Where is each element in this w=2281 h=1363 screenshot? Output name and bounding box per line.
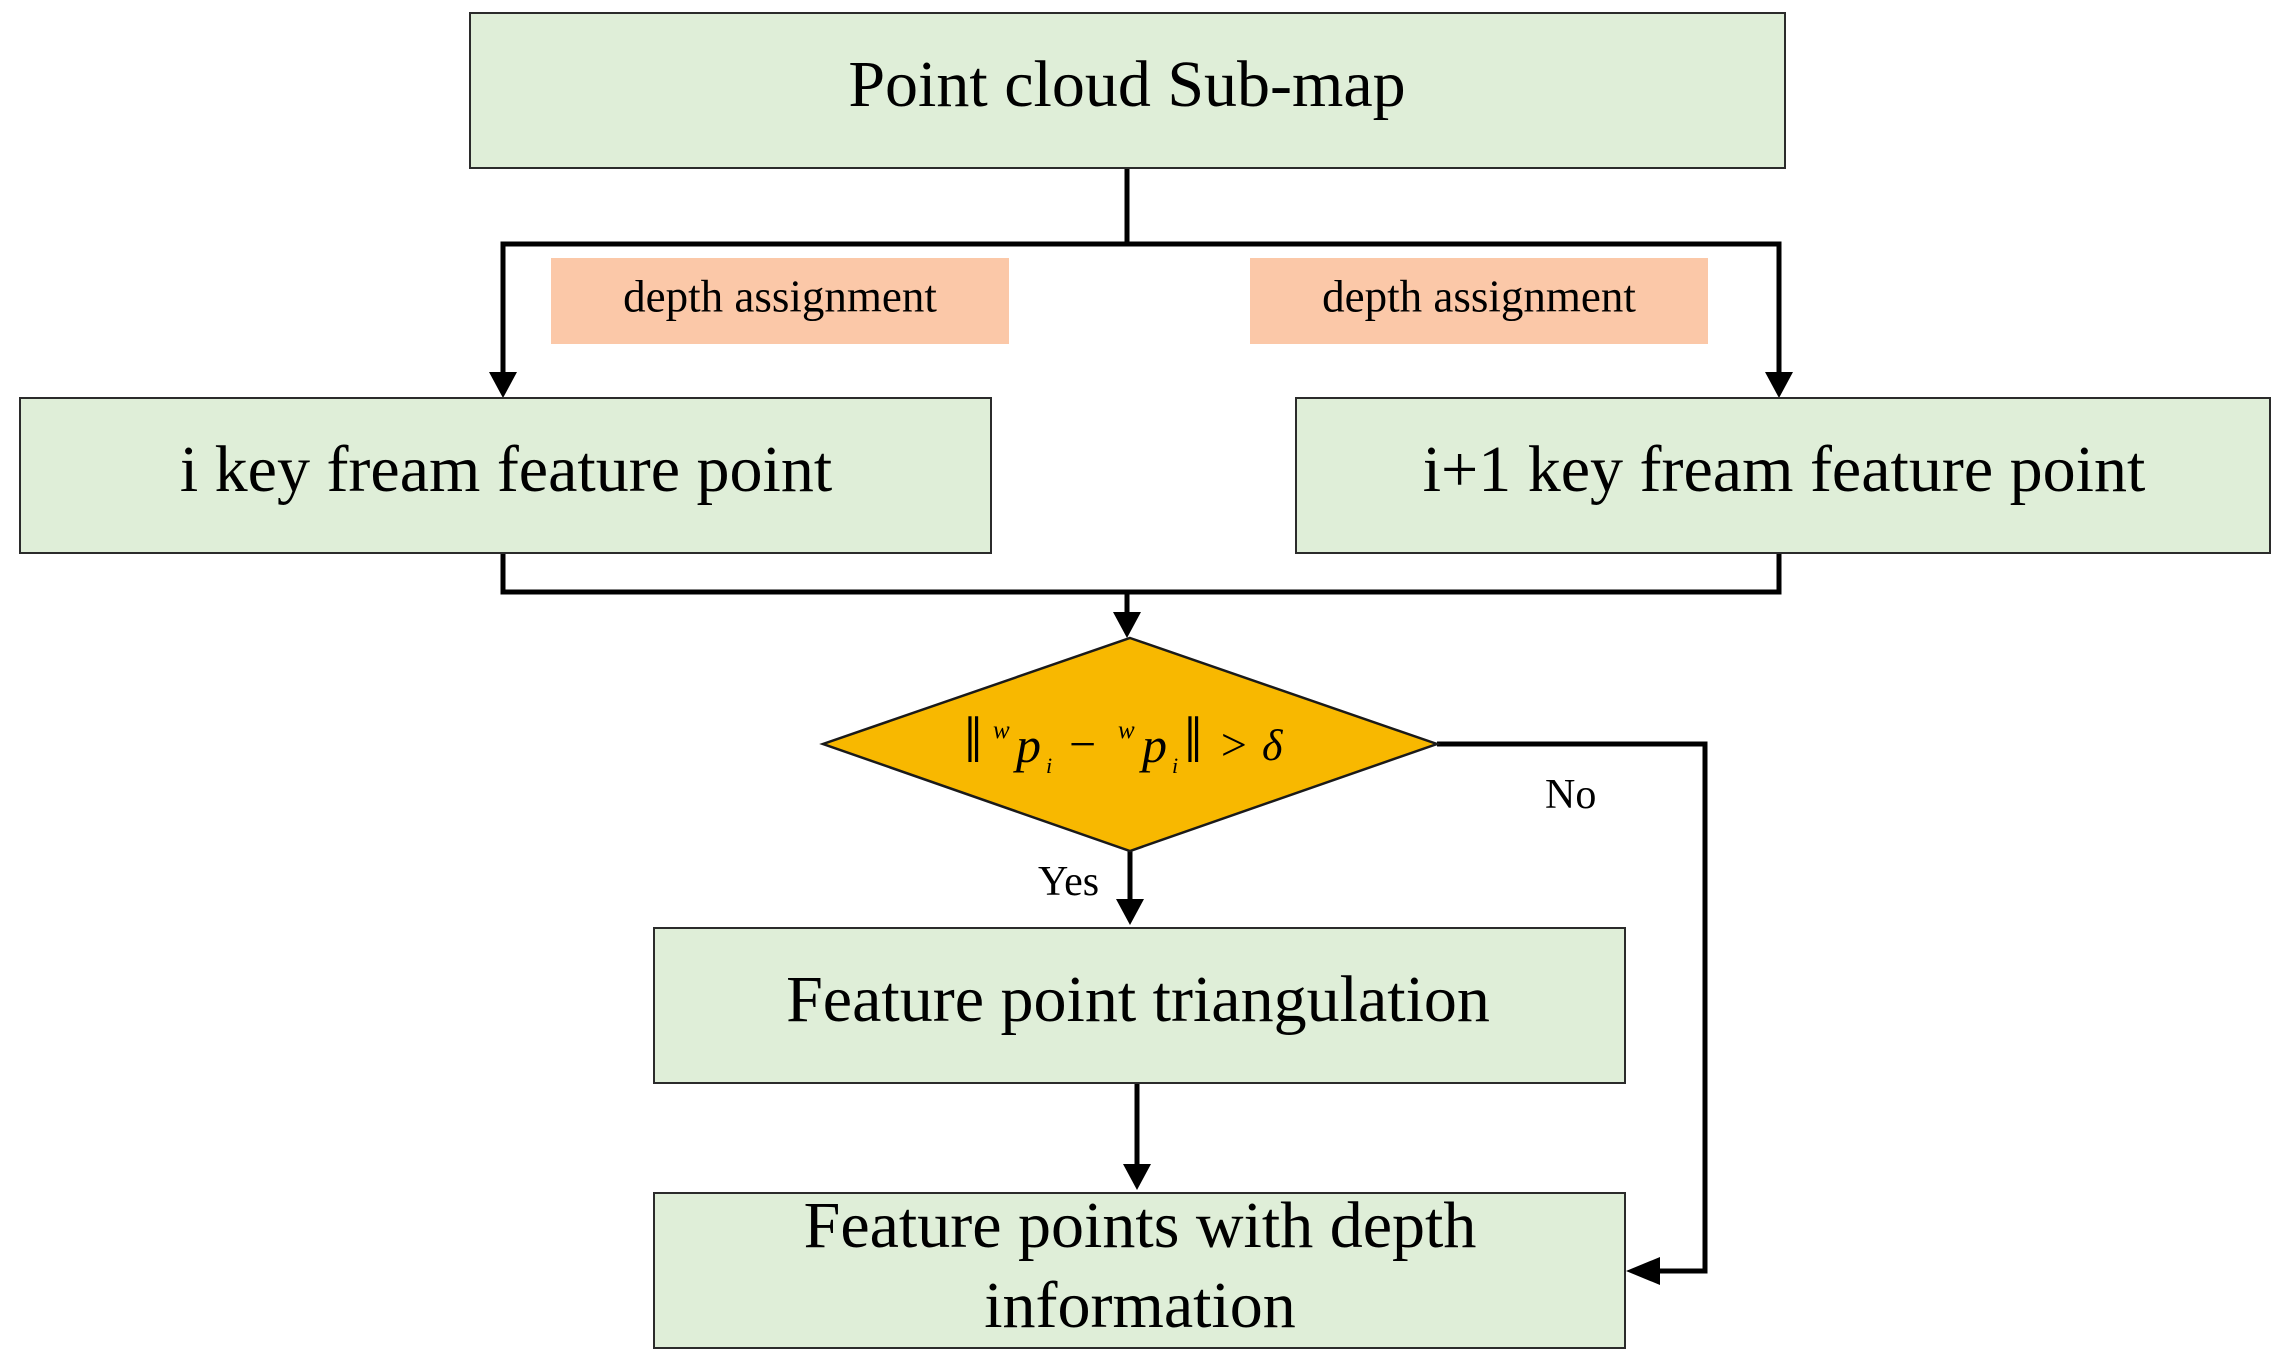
submap-box	[469, 12, 1786, 169]
triangulation-box	[653, 927, 1626, 1084]
arrowhead-triangulation	[1116, 899, 1144, 925]
decision-condition: ‖ w p i − w p i ‖ > δ	[964, 704, 1284, 778]
node-result: Feature points with depth information	[653, 1189, 1626, 1349]
submap-label: Point cloud Sub-map	[848, 48, 1405, 121]
condition-delta: δ	[1262, 721, 1284, 770]
arrowheads	[489, 372, 1793, 1285]
condition-p-1: p	[1013, 717, 1041, 773]
arrowhead-keyframe-i1	[1765, 372, 1793, 398]
condition-minus: −	[1066, 718, 1098, 771]
edge-tag-left: depth assignment	[551, 258, 1009, 344]
arrowhead-result	[1123, 1164, 1151, 1190]
edge-tag-left-box	[551, 258, 1009, 344]
condition-norm-bar-left: ‖	[964, 704, 983, 777]
result-box	[653, 1192, 1626, 1349]
condition-p-2: p	[1139, 717, 1167, 773]
node-submap: Point cloud Sub-map	[469, 12, 1786, 169]
arrowhead-decision	[1113, 612, 1141, 638]
arrowhead-no-result	[1626, 1257, 1660, 1285]
condition-sup-w-2: w	[1118, 717, 1135, 744]
result-label-line2: information	[984, 1269, 1296, 1342]
connector-to-keyframe-i	[500, 241, 1127, 376]
connector-to-keyframe-i1	[1127, 241, 1782, 376]
node-triangulation: Feature point triangulation	[653, 927, 1626, 1084]
edge-tag-right-box	[1250, 258, 1708, 344]
node-keyframe-i: i key fream feature point	[19, 397, 992, 554]
condition-sub-i-1: i	[1046, 753, 1052, 778]
condition-sup-w-1: w	[993, 717, 1010, 744]
connector-keyframes-merge	[500, 553, 1782, 595]
node-decision: ‖ w p i − w p i ‖ > δ	[819, 636, 1441, 853]
keyframe-i-label: i key fream feature point	[180, 433, 832, 506]
yes-label: Yes	[1038, 859, 1099, 905]
keyframe-i1-label: i+1 key fream feature point	[1423, 433, 2146, 506]
no-label: No	[1545, 772, 1596, 818]
edge-tag-right: depth assignment	[1250, 258, 1708, 344]
condition-op: >	[1218, 719, 1249, 770]
node-keyframe-i1: i+1 key fream feature point	[1295, 397, 2271, 554]
edge-tag-left-label: depth assignment	[623, 271, 937, 321]
triangulation-label: Feature point triangulation	[786, 963, 1490, 1036]
condition-norm-bar-right: ‖	[1184, 704, 1203, 777]
arrowhead-keyframe-i	[489, 372, 517, 398]
condition-sub-i-2: i	[1172, 753, 1178, 778]
connectors	[500, 168, 1782, 1274]
keyframe-i-box	[19, 397, 992, 554]
result-label-line1: Feature points with depth	[804, 1189, 1477, 1262]
connector-no-branch	[1437, 741, 1708, 1274]
decision-diamond	[819, 636, 1441, 853]
keyframe-i1-box	[1295, 397, 2271, 554]
edge-tag-right-label: depth assignment	[1322, 271, 1636, 321]
